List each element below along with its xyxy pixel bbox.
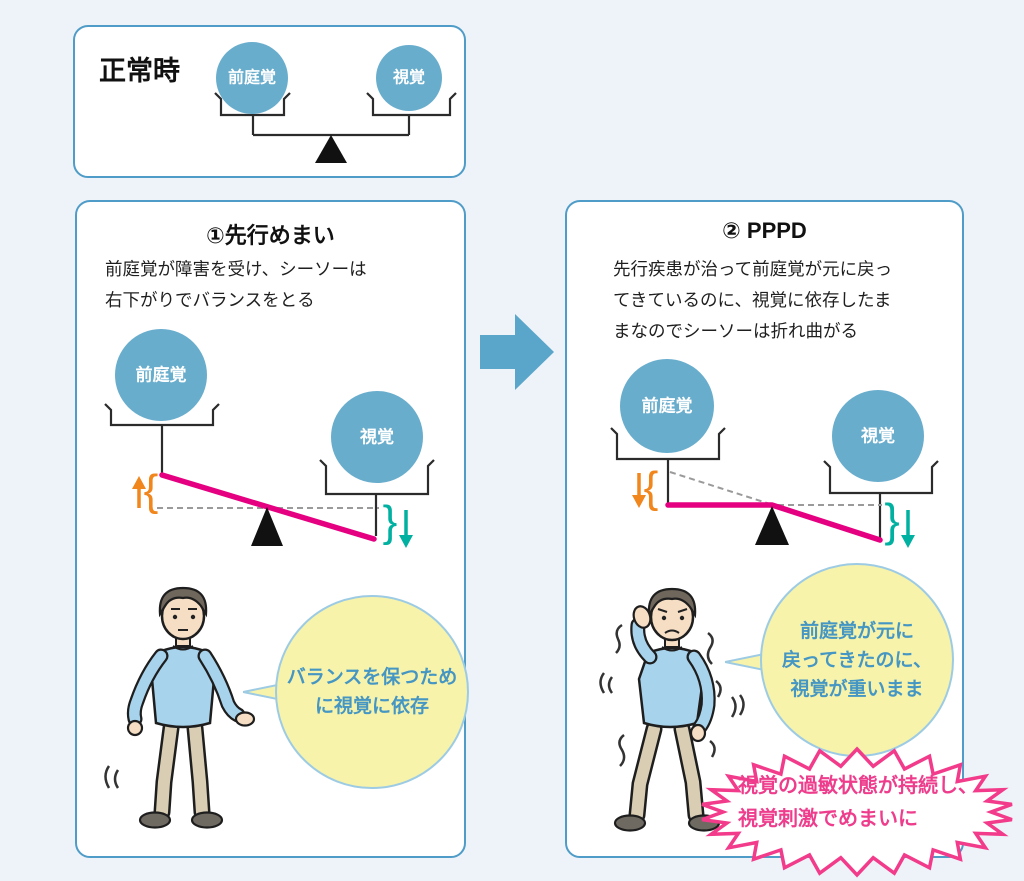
visual-label: 視覚: [392, 68, 425, 87]
panel1-title: ①先行めまい: [206, 223, 335, 248]
fulcrum-icon: [755, 506, 789, 545]
down-shift-marker-icon: }: [383, 497, 413, 548]
preceding-dizziness-panel: ①先行めまい 前庭覚が障害を受け、シーソーは 右下がりでバランスをとる 前庭覚 …: [75, 200, 469, 858]
visual-label: 視覚: [359, 427, 394, 447]
weight-circle-visual: [832, 390, 924, 482]
weight-hanger-bracket: [823, 460, 939, 538]
visual-label: 視覚: [860, 426, 895, 446]
seesaw-beam-bent: [665, 502, 883, 543]
normal-state-title: 正常時: [99, 56, 180, 86]
panel1-description: 前庭覚が障害を受け、シーソーは 右下がりでバランスをとる: [105, 259, 367, 310]
previous-tilt-dashed-line: [669, 471, 771, 505]
seesaw-bent-diagram: 前庭覚 視覚 { }: [610, 359, 939, 548]
up-shift-marker-icon: {: [132, 466, 158, 515]
svg-text:}: }: [884, 494, 899, 546]
speech-bubble-vision-heavy: 前庭覚が元に 戻ってきたのに、 視覚が重いまま: [760, 563, 954, 757]
burst-outline-icon: [701, 746, 1013, 878]
down-shift-marker-icon: }: [884, 494, 915, 548]
shaking-motion-marks: [599, 623, 745, 767]
burst-bubble-warning: 視覚の過敏状態が持続し、 視覚刺激でめまいに: [698, 746, 1016, 878]
seesaw-beam: [251, 115, 411, 137]
flow-arrow-icon: [480, 314, 554, 390]
seesaw-beam-tilted: [159, 472, 377, 542]
panel2-description: 先行疾患が治って前庭覚が元に戻っ てきているのに、視覚に依存したま まなのでシー…: [613, 259, 893, 341]
weight-hanger-bracket: [104, 403, 220, 474]
weight-circle-vestibular: [620, 359, 714, 453]
sway-motion-marks: [104, 765, 120, 789]
seesaw-balanced-diagram: 前庭覚 視覚: [214, 42, 457, 163]
speech-bubble-vision-dependence: バランスを保つため に視覚に依存: [275, 595, 469, 789]
weight-circle-visual: [331, 391, 423, 483]
fulcrum-icon: [315, 135, 347, 163]
weight-hanger-bracket: [610, 427, 726, 504]
pppd-panel: ② PPPD 先行疾患が治って前庭覚が元に戻っ てきているのに、視覚に依存したま…: [565, 200, 964, 858]
weight-circle-visual: [376, 45, 442, 111]
weight-hanger-bracket: [319, 459, 435, 536]
down-shift-marker-icon: {: [632, 463, 658, 512]
person-illustration-balanced: [104, 586, 256, 829]
normal-state-panel: 正常時 前庭覚 視覚: [73, 25, 466, 178]
seesaw-tilted-diagram: 前庭覚 視覚 { }: [104, 329, 435, 548]
burst-warning-text: 視覚の過敏状態が持続し、 視覚刺激でめまいに: [738, 775, 978, 830]
panel2-title: ② PPPD: [722, 218, 807, 243]
fulcrum-icon: [251, 507, 283, 546]
person-illustration-dizzy: [599, 587, 745, 832]
vestibular-label: 前庭覚: [228, 68, 276, 87]
weight-circle-vestibular: [216, 42, 288, 114]
weight-circle-vestibular: [115, 329, 207, 421]
vestibular-label: 前庭覚: [136, 365, 187, 385]
weight-hanger-bracket: [366, 92, 457, 117]
vestibular-label: 前庭覚: [642, 396, 693, 416]
svg-text:}: }: [383, 497, 398, 546]
svg-text:{: {: [144, 466, 159, 515]
svg-text:{: {: [644, 463, 659, 512]
